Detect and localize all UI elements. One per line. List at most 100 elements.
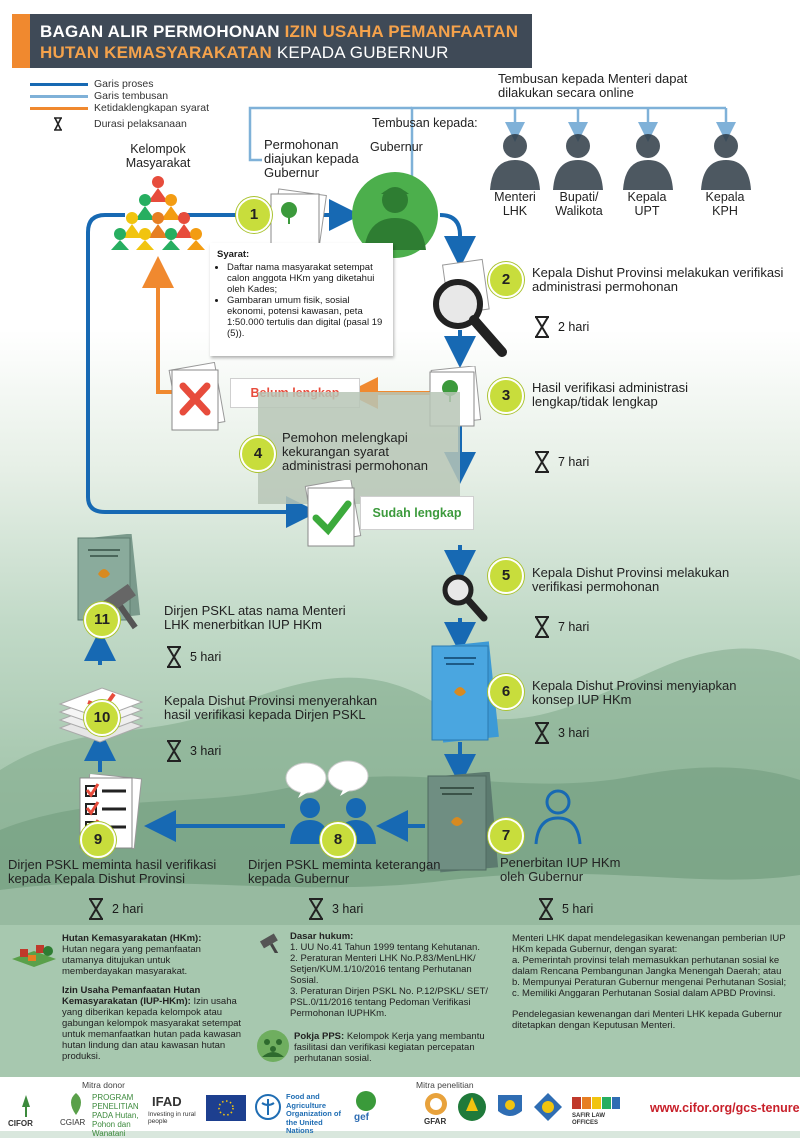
gef-logo <box>356 1091 376 1111</box>
fao-logo <box>255 1094 281 1120</box>
definitions-panel: Hutan Kemasyarakatan (HKm): Hutan negara… <box>0 925 800 1077</box>
pokja-title: Pokja PPS: <box>294 1031 345 1042</box>
mitra-penelitian-label: Mitra penelitian <box>416 1080 474 1090</box>
community-group-icon <box>111 176 205 250</box>
delegasi-text: Menteri LHK dapat mendelegasikan kewenan… <box>512 933 786 955</box>
step-6-text: Kepala Dishut Provinsi menyiapkan konsep… <box>532 678 737 707</box>
governor-icon <box>352 172 438 258</box>
dasar-item: 1. UU No.41 Tahun 1999 tentang Kehutanan… <box>290 942 480 953</box>
kelompok-label: Kelompok Masyarakat <box>125 142 191 170</box>
safir-logo-text: SAFIR LAW OFFICES <box>572 1113 605 1126</box>
step-4-panel <box>258 392 460 504</box>
magnifier-icon <box>442 574 488 622</box>
hkm-text: Hutan negara yang pemanfaatan utamanya d… <box>62 944 201 977</box>
gfar-logo <box>425 1093 447 1115</box>
step-4-text: Pemohon melengkapi kekurangan syarat adm… <box>282 430 428 473</box>
cgiar-logo <box>71 1093 81 1115</box>
hourglass-icon <box>535 451 549 473</box>
forest-hills-image <box>0 648 800 930</box>
x-document-icon <box>168 362 226 431</box>
dasar-item: 2. Peraturan Menteri LHK No.P.83/MenLHK/… <box>290 953 476 986</box>
legend-incomplete: Ketidaklengkapan syarat <box>30 102 209 114</box>
delegasi-item: a. Pemerintah provinsi telah memasukkan … <box>512 955 782 977</box>
step-11-text: Dirjen PSKL atas nama Menteri LHK menerb… <box>164 603 346 632</box>
step-8-duration: 3 hari <box>308 898 363 920</box>
ifad-tagline: Investing in rural people <box>148 1111 196 1125</box>
tembusan-label: Tembusan kepada: <box>372 116 478 130</box>
website-link[interactable]: www.cifor.org/gcs-tenure <box>650 1101 800 1115</box>
hourglass-icon <box>535 616 549 638</box>
step-8-badge: 8 <box>320 822 356 858</box>
governor-outline-icon <box>534 789 582 845</box>
magnifier-icon <box>433 258 507 357</box>
step-1-badge: 1 <box>236 197 272 233</box>
syarat-item: Daftar nama masyarakat setempat calon an… <box>227 262 386 295</box>
pokja-group-icon <box>257 1030 289 1062</box>
cgiar-logo-text: CGIAR <box>60 1118 86 1127</box>
delegasi-note: Pendelegasian kewenangan dari Menteri LH… <box>512 1009 782 1031</box>
step-3-duration: 7 hari <box>534 451 589 473</box>
step-4-badge: 4 <box>240 436 276 472</box>
dasar-title: Dasar hukum: <box>290 931 354 942</box>
step-7-badge: 7 <box>488 818 524 854</box>
recipient-menteri: Menteri LHK <box>494 190 536 218</box>
gef-logo-text: gef <box>354 1112 369 1123</box>
dasar-item: 3. Peraturan Dirjen PSKL No. P.12/PSKL/ … <box>290 986 489 1019</box>
step-3-text: Hasil verifikasi administrasi lengkap/ti… <box>532 380 689 409</box>
step-7-duration: 5 hari <box>538 898 593 920</box>
step-11-duration: 5 hari <box>166 646 221 668</box>
iup-text: Izin usaha yang diberikan kepada kelompo… <box>62 996 242 1062</box>
blue-document-icon <box>431 641 499 743</box>
mitra-donor-label: Mitra donor <box>82 1080 125 1090</box>
step-1-text: Permohonan diajukan kepada Gubernur <box>264 137 359 180</box>
hourglass-icon <box>167 646 181 668</box>
hourglass-icon <box>89 898 103 920</box>
delegasi-item: b. Mempunyai Peraturan Gubernur mengenai… <box>512 977 787 988</box>
gray-document-icon <box>427 772 499 873</box>
forestry-ministry-logo <box>458 1093 486 1121</box>
legend-duration: Durasi pelaksanaan <box>30 117 209 131</box>
recipients-silhouettes <box>490 134 751 190</box>
step-2-text: Kepala Dishut Provinsi melakukan verifik… <box>532 265 784 294</box>
page-title: BAGAN ALIR PERMOHONAN IZIN USAHA PEMANFA… <box>12 14 532 68</box>
university-logo <box>498 1095 522 1116</box>
legend-copy: Garis tembusan <box>30 90 209 102</box>
gubernur-label: Gubernur <box>370 140 423 154</box>
program-logo-text: PROGRAM PENELITIAN PADA Hutan, Pohon dan… <box>92 1093 139 1138</box>
step-10-text: Kepala Dishut Provinsi menyerahkan hasil… <box>164 693 378 722</box>
step-2-duration: 2 hari <box>534 316 589 338</box>
syarat-box: Syarat: Daftar nama masyarakat setempat … <box>210 243 393 356</box>
cifor-logo <box>22 1095 30 1117</box>
eu-flag-logo <box>206 1095 246 1121</box>
safir-logo <box>572 1097 620 1109</box>
step-6-duration: 3 hari <box>534 722 589 744</box>
hourglass-icon <box>54 117 62 131</box>
hourglass-icon <box>539 898 553 920</box>
step-5-duration: 7 hari <box>534 616 589 638</box>
footer: Mitra donor Mitra penelitian CIFOR CGIAR… <box>0 1077 800 1138</box>
fao-logo-text: Food and Agriculture Organization of the… <box>286 1092 341 1135</box>
iup-title: Izin Usaha Pemanfaatan Hutan Kemasyaraka… <box>62 985 201 1007</box>
hkm-title: Hutan Kemasyarakatan (HKm): <box>62 933 202 944</box>
ifad-logo: IFAD <box>152 1094 182 1109</box>
sudah-lengkap-label: Sudah lengkap <box>360 496 474 530</box>
pokja-text: Kelompok Kerja yang membantu fasilitasi … <box>294 1031 485 1064</box>
check-document-icon <box>304 480 362 547</box>
gfar-logo-text: GFAR <box>424 1117 447 1126</box>
recipient-bupati: Bupati/ Walikota <box>555 190 603 218</box>
hourglass-icon <box>535 316 549 338</box>
step-7-text: Penerbitan IUP HKm oleh Gubernur <box>500 855 621 884</box>
hourglass-icon <box>535 722 549 744</box>
speech-bubbles-icon <box>285 760 369 798</box>
tembusan-online-note: Tembusan kepada Menteri dapat dilakukan … <box>498 71 688 100</box>
step-2-badge: 2 <box>488 262 524 298</box>
step-5-badge: 5 <box>488 558 524 594</box>
step-9-duration: 2 hari <box>88 898 143 920</box>
step-3-badge: 3 <box>488 378 524 414</box>
legend-process: Garis proses <box>30 78 209 90</box>
recipient-upt: Kepala UPT <box>627 190 667 218</box>
step-11-badge: 11 <box>84 602 120 638</box>
step-9-badge: 9 <box>80 822 116 858</box>
hourglass-icon <box>309 898 323 920</box>
step-10-duration: 3 hari <box>166 740 221 762</box>
